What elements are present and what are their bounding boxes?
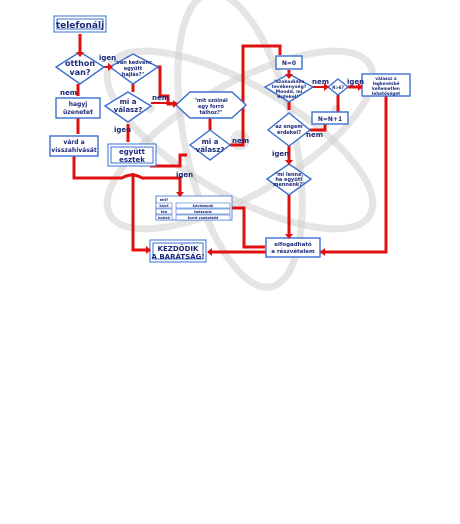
svg-text:ha együtt: ha együtt	[275, 177, 303, 183]
edge-label-igen: igen	[99, 54, 116, 62]
svg-text:lehetőséget: lehetőséget	[372, 91, 400, 96]
svg-text:a részvételem: a részvételem	[271, 248, 315, 255]
svg-text:visszahívását: visszahívását	[51, 147, 97, 154]
svg-text:forró csokoládé: forró csokoládé	[188, 216, 219, 220]
node-elfogadhato: elfogadható a részvételem	[265, 237, 321, 258]
node-n-equals-n-plus-1: N=N+1	[311, 111, 349, 125]
node-telefonalj: telefonálj	[53, 15, 107, 33]
svg-text:tevékenység?: tevékenység?	[272, 83, 307, 90]
svg-text:teázzunk: teázzunk	[194, 210, 212, 214]
drink-row-3: kakaó forró csokoládé	[155, 214, 231, 221]
node-mi-a-valasz-1: mi a válasz?	[103, 91, 153, 123]
svg-text:KEZDŐDIK: KEZDŐDIK	[158, 244, 199, 253]
svg-text:kávé: kávé	[159, 204, 169, 208]
svg-text:hajlás?": hajlás?"	[122, 71, 145, 78]
arrowheads	[76, 52, 363, 256]
drink-table: mit? kávé kávézzunk tea teázzunk kakaó f…	[155, 195, 233, 221]
svg-text:tea: tea	[161, 210, 168, 214]
svg-text:otthon: otthon	[65, 59, 95, 68]
drink-row-2: tea teázzunk	[155, 208, 231, 215]
svg-text:esztek: esztek	[119, 156, 145, 164]
svg-text:kellemetlen: kellemetlen	[372, 86, 400, 91]
node-hagyj-uzenetet: hagyj üzenetet	[55, 97, 101, 119]
edge-label-igen: igen	[347, 78, 364, 86]
svg-text:várd a: várd a	[63, 139, 84, 146]
edge-label-igen: igen	[272, 150, 289, 158]
node-egyutt-esztek: együtt esztek	[107, 143, 157, 167]
svg-text:A BARÁTSÁG!: A BARÁTSÁG!	[151, 252, 204, 261]
svg-text:kávézzunk: kávézzunk	[193, 204, 214, 208]
edge-label-nem: nem	[232, 137, 249, 145]
svg-text:hagyj: hagyj	[69, 101, 88, 108]
svg-text:egy forró: egy forró	[198, 103, 225, 110]
node-otthon-van: otthon van?	[54, 51, 106, 85]
node-n-greater-6: N>6?	[326, 78, 350, 96]
svg-text:mi a: mi a	[202, 138, 219, 146]
svg-text:mi a: mi a	[120, 98, 137, 106]
node-n-equals-0: N=0	[275, 55, 303, 70]
edge-label-nem: nem	[312, 78, 329, 86]
svg-text:válasz?: válasz?	[114, 106, 143, 114]
svg-text:együtt: együtt	[124, 66, 143, 72]
edge-label-nem: nem	[60, 89, 77, 97]
edge-label-nem: nem	[152, 94, 169, 102]
svg-text:"van kedvenc: "van kedvenc	[114, 60, 152, 66]
connectors	[72, 34, 388, 254]
svg-text:mennénk?": mennénk?"	[273, 181, 305, 188]
edge-label-nem: nem	[306, 131, 323, 139]
svg-text:érdekel?: érdekel?	[277, 129, 301, 136]
edge-label-igen: igen	[114, 126, 131, 134]
svg-text:"szabadidős: "szabadidős	[274, 79, 305, 85]
edge-label-igen: igen	[176, 171, 193, 179]
svg-text:N>6?: N>6?	[332, 85, 344, 90]
svg-text:válassz a: válassz a	[375, 76, 397, 81]
svg-text:Mondd, mi: Mondd, mi	[276, 89, 303, 95]
svg-text:N=N+1: N=N+1	[318, 116, 342, 123]
node-az-engem-erdekel: az engem érdekel?	[266, 112, 312, 147]
svg-text:az engem: az engem	[275, 124, 302, 130]
svg-text:"mi lenne,: "mi lenne,	[275, 172, 304, 178]
svg-text:telefonálj: telefonálj	[56, 21, 104, 31]
svg-text:mit?: mit?	[160, 198, 169, 202]
svg-text:érdekel!": érdekel!"	[277, 93, 300, 100]
node-mi-lenne: "mi lenne, ha együtt mennénk?"	[265, 163, 313, 196]
node-van-kedvenc: "van kedvenc együtt hajlás?"	[108, 53, 160, 85]
node-szabadidos: "szabadidős tevékenység? Mondd, mi érdek…	[263, 73, 315, 103]
node-mit-szolnal: "mit szólnál egy forró tálhoz?"	[174, 91, 248, 119]
svg-text:elfogadható: elfogadható	[274, 241, 312, 248]
svg-text:van?: van?	[70, 68, 91, 77]
svg-text:"mit szólnál: "mit szólnál	[194, 97, 228, 104]
svg-text:kakaó: kakaó	[158, 216, 170, 220]
node-valassz: válassz a legkevésbé kellemetlen lehetős…	[361, 73, 411, 97]
svg-text:tálhoz?": tálhoz?"	[200, 109, 223, 116]
node-kezdodik: KEZDŐDIK A BARÁTSÁG!	[149, 239, 207, 263]
svg-text:válasz?: válasz?	[196, 146, 225, 154]
edge-labels: igen nem nem igen nem igen nem igen nem …	[60, 54, 364, 179]
drink-row-1: kávé kávézzunk	[155, 202, 231, 209]
node-mi-a-valasz-2: mi a válasz?	[188, 129, 232, 161]
svg-text:legkevésbé: legkevésbé	[373, 81, 400, 86]
svg-text:N=0: N=0	[282, 60, 296, 67]
svg-text:üzenetet: üzenetet	[63, 109, 93, 116]
node-vard-a-visszahivasat: várd a visszahívását	[49, 135, 99, 157]
svg-text:együtt: együtt	[119, 148, 146, 156]
